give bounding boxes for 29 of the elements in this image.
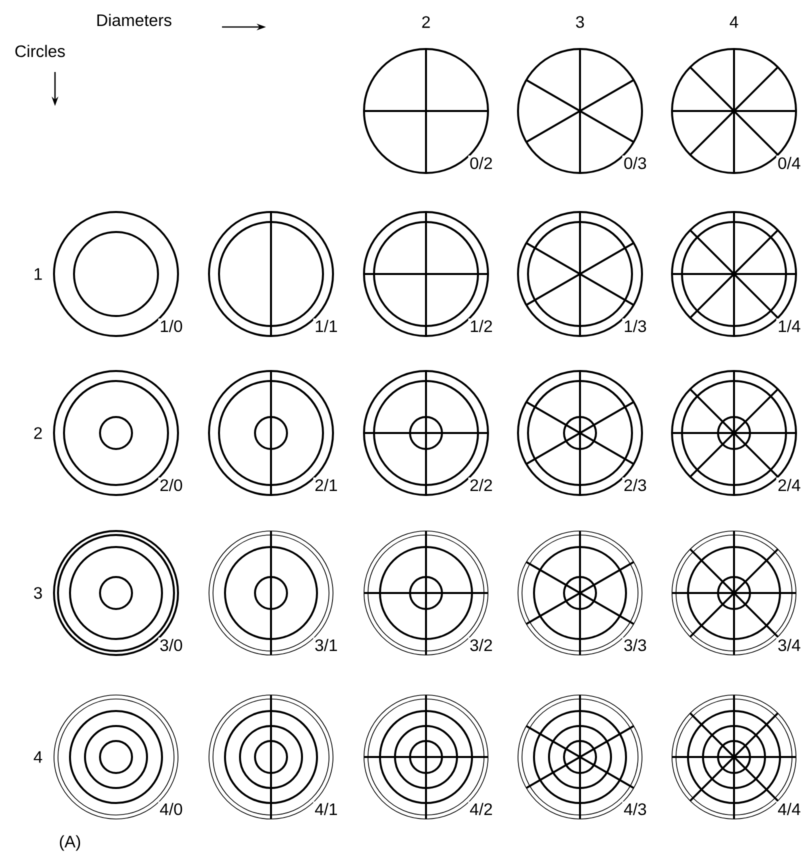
- column-number: 2: [422, 16, 430, 28]
- cell-label: 0/4: [776, 156, 802, 170]
- cell-label: 0/2: [468, 156, 494, 170]
- cell-label: 3/2: [468, 638, 494, 652]
- axis-title: Diameters: [97, 14, 172, 26]
- cell-label: 3/4: [776, 638, 802, 652]
- cell-label: 4/2: [468, 802, 494, 816]
- cell-label: 2/2: [468, 478, 494, 492]
- cell-label: 4/4: [776, 802, 802, 816]
- cell-label: 4/3: [622, 802, 648, 816]
- cell-label: 1/1: [313, 318, 340, 334]
- cell-label: 1/2: [468, 318, 494, 334]
- cell-label: 1/3: [622, 318, 648, 334]
- cell-label: 0/3: [622, 156, 648, 170]
- panel-label: (A): [60, 835, 80, 851]
- axis-title: Circles: [15, 44, 65, 58]
- column-number: 3: [576, 16, 584, 28]
- cell-label: 1/0: [158, 318, 184, 334]
- cell-label: 4/0: [158, 802, 184, 816]
- cell-label: 2/0: [158, 478, 184, 492]
- cell-label: 1/4: [776, 318, 802, 334]
- column-number: 4: [730, 16, 738, 28]
- cell-label: 3/1: [313, 638, 340, 652]
- cell-label: 3/0: [158, 638, 184, 652]
- cell-label: 3/3: [622, 638, 648, 652]
- cell-label: 2/3: [622, 478, 648, 492]
- cell-label: 4/1: [313, 802, 340, 816]
- cell-label: 2/4: [776, 478, 802, 492]
- cell-label: 2/1: [313, 478, 340, 492]
